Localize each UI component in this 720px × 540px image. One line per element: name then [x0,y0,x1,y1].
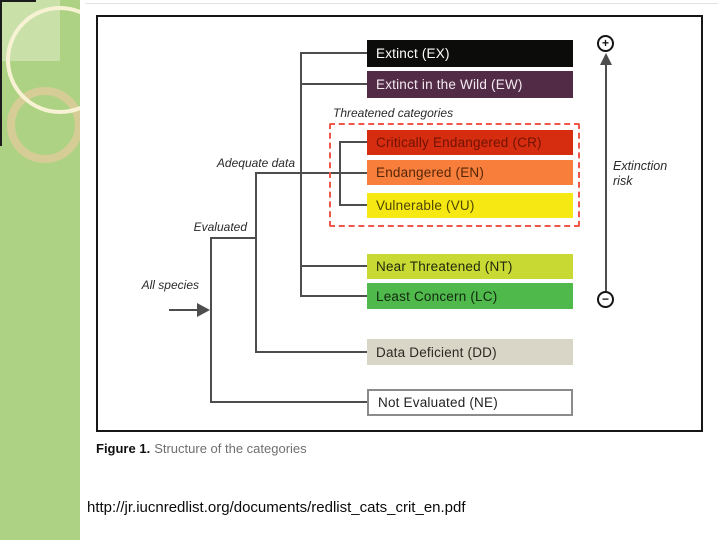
category-box-extinct: Extinct (EX) [367,40,573,67]
sidebar-edge-top [0,0,36,2]
threatened-categories-outline [329,123,580,227]
all-species-arrow [169,309,197,311]
slide-template-sidebar [0,0,80,540]
category-box-near-threatened: Near Threatened (NT) [367,254,573,279]
adequate-data-label: Adequate data [216,156,295,170]
figure-caption-text: Structure of the categories [154,441,307,456]
extinction-risk-label-line2: risk [613,173,633,188]
tree-line [300,295,367,297]
tree-line [300,83,367,85]
extinction-risk-label: Extinction risk [613,159,667,188]
category-box-data-deficient: Data Deficient (DD) [367,339,573,365]
figure-caption-number: Figure 1. [96,441,151,456]
tree-line [300,52,367,54]
figure-caption: Figure 1.Structure of the categories [96,441,307,456]
all-species-label: All species [141,278,199,292]
evaluated-label: Evaluated [193,220,247,234]
figure-frame: Threatened categories Adequate data Eval… [96,15,703,432]
category-box-extinct-in-the-wild: Extinct in the Wild (EW) [367,71,573,98]
category-box-least-concern: Least Concern (LC) [367,283,573,309]
extinction-risk-label-line1: Extinction [613,159,668,173]
minus-circle-icon: − [597,291,614,308]
tree-line [300,265,367,267]
threatened-categories-label: Threatened categories [333,106,454,120]
all-species-arrowhead-icon [197,303,210,317]
risk-axis-line [605,63,607,291]
tree-line [255,351,367,353]
tree-line [255,172,367,174]
tree-line [210,401,367,403]
sidebar-edge-left [0,0,2,146]
tree-line [210,237,257,239]
plus-circle-icon: + [597,35,614,52]
category-box-not-evaluated: Not Evaluated (NE) [367,389,573,416]
source-url-text: http://jr.iucnredlist.org/documents/redl… [87,499,466,516]
category-box-endangered: Endangered (EN) [367,160,573,185]
tree-line [255,172,257,353]
category-box-vulnerable: Vulnerable (VU) [367,193,573,218]
slide-top-hairline [85,3,718,4]
tree-line [210,237,212,403]
tree-line [339,141,367,143]
category-box-critically-endangered: Critically Endangered (CR) [367,130,573,155]
risk-arrowhead-icon [600,53,612,65]
tree-line [300,52,302,297]
tree-line [339,204,367,206]
